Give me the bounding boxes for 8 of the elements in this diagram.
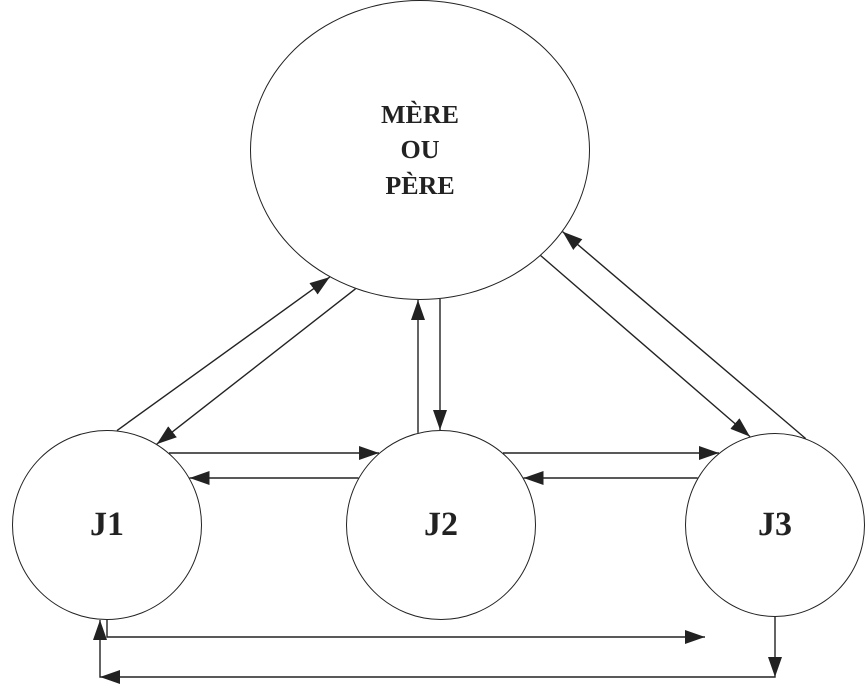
node-label: J3 — [758, 505, 792, 546]
node-label: MÈRE OU PÈRE — [381, 99, 459, 202]
child-circle — [346, 430, 536, 620]
child-circle — [685, 433, 865, 617]
parent-ellipse — [250, 0, 590, 300]
node-label: J1 — [90, 505, 124, 546]
child-circle — [12, 430, 202, 620]
node-label: J2 — [424, 505, 458, 546]
